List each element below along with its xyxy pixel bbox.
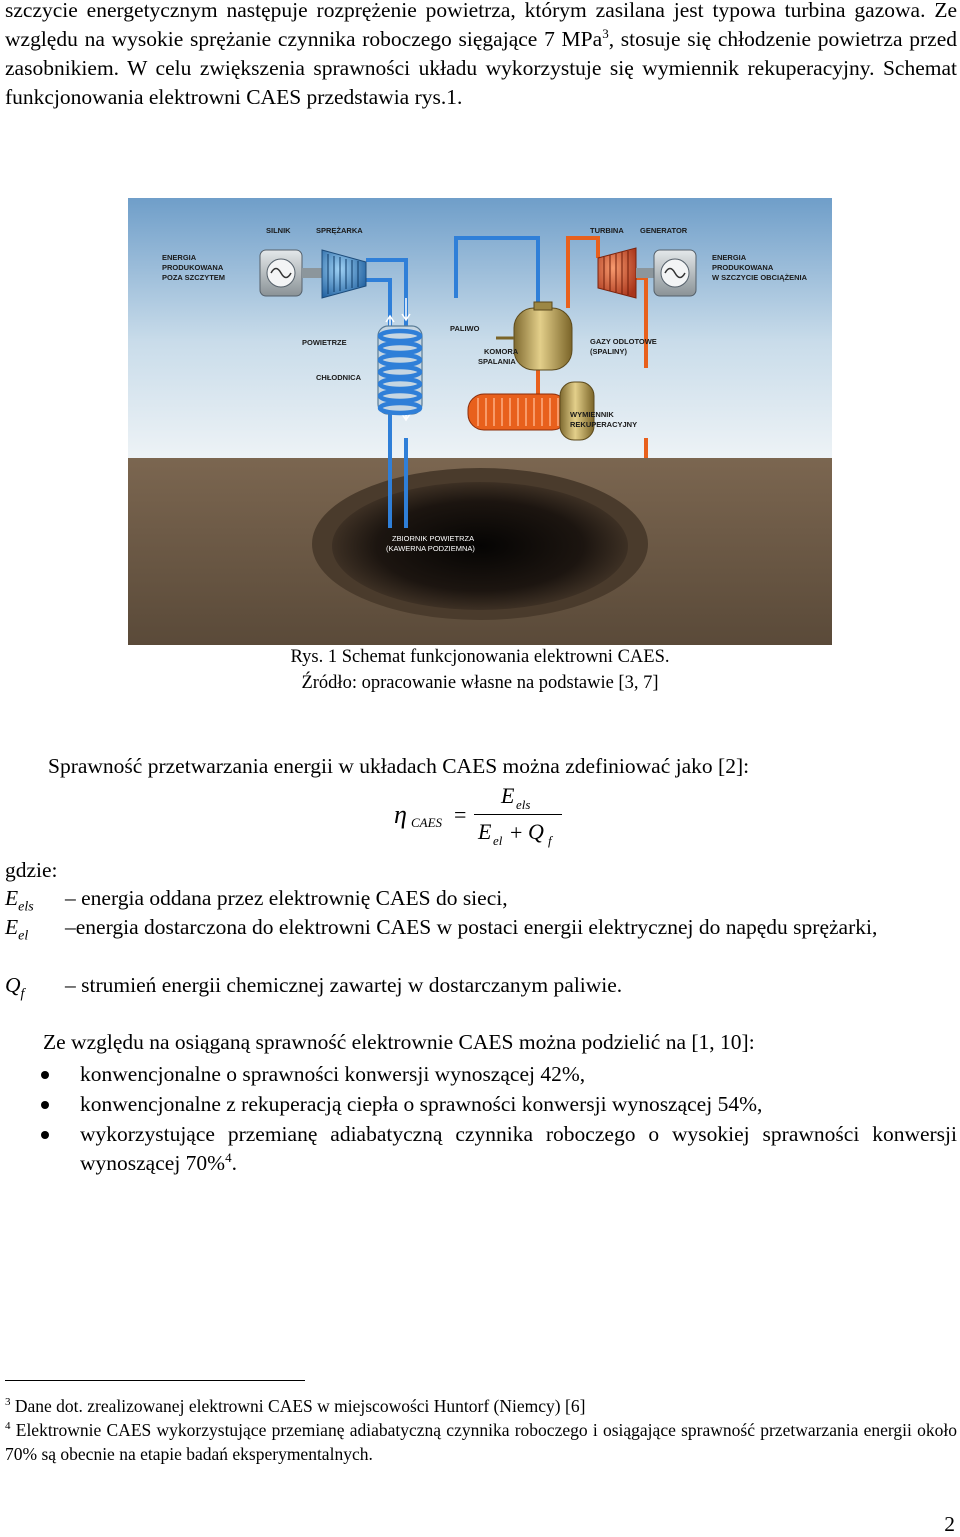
- page-number: 2: [944, 1512, 955, 1536]
- bullet-icon: [41, 1071, 49, 1079]
- list-item: konwencjonalne o sprawności konwersji wy…: [35, 1060, 957, 1089]
- ac-symbol-icon: [664, 267, 686, 279]
- caes-diagram-figure: SILNIK SPRĘŻARKA TURBINA GENERATOR ENERG…: [128, 198, 832, 645]
- label-wymiennik-1: WYMIENNIK: [570, 410, 614, 419]
- footnote-ref-3[interactable]: 3: [602, 25, 609, 41]
- definition-el: Eel –energia dostarczona do elektrowni C…: [5, 913, 957, 943]
- definition-text: – energia oddana przez elektrownię CAES …: [65, 886, 508, 910]
- formula-equals: =: [454, 802, 467, 827]
- figure-caption-source: Źródło: opracowanie własne na podstawie …: [301, 673, 659, 693]
- label-powietrze: POWIETRZE: [302, 338, 347, 347]
- formula-eta: η: [394, 800, 407, 829]
- turbine: [597, 247, 637, 299]
- efficiency-formula: η CAES = E els E el + Q f: [394, 782, 584, 854]
- label-gazy-1: GAZY ODLOTOWE: [590, 337, 657, 346]
- footnote-4: 4 Elektrownie CAES wykorzystujące przemi…: [5, 1420, 957, 1464]
- label-generator: GENERATOR: [640, 226, 688, 235]
- classes-list: konwencjonalne o sprawności konwersji wy…: [35, 1060, 957, 1179]
- intro-text-b: , stosuje się chłodzenie powietrza przed…: [5, 27, 958, 109]
- list-item: konwencjonalne z rekuperacją ciepła o sp…: [35, 1090, 957, 1119]
- definition-symbol: Eels: [5, 886, 34, 915]
- definition-symbol: Eel: [5, 915, 29, 944]
- caes-diagram: SILNIK SPRĘŻARKA TURBINA GENERATOR ENERG…: [128, 198, 832, 645]
- bullet-icon: [41, 1131, 49, 1139]
- figure-caption-title: Rys. 1 Schemat funkcjonowania elektrowni…: [290, 647, 670, 667]
- label-chlodnica: CHŁODNICA: [316, 373, 362, 382]
- definition-text: –energia dostarczona do elektrowni CAES …: [65, 915, 878, 939]
- formula-numerator-sub: els: [516, 797, 531, 812]
- definition-qf: Qf – strumień energii chemicznej zawarte…: [5, 971, 957, 1001]
- formula-plus: +: [510, 820, 523, 845]
- formula-fraction-bar: [474, 814, 562, 815]
- definition-els: Eels – energia oddana przez elektrownię …: [5, 884, 957, 914]
- ac-symbol-icon: [270, 267, 292, 279]
- label-left-energy-2: PRODUKOWANA: [162, 263, 224, 272]
- cavern-labels: ZBIORNIK POWIETRZA (KAWERNA PODZIEMNA): [386, 534, 475, 553]
- formula-den-e-sub: el: [493, 833, 503, 848]
- label-right-energy-2: PRODUKOWANA: [712, 263, 774, 272]
- cavern-air-storage: [332, 482, 628, 610]
- diagram-labels: SILNIK SPRĘŻARKA TURBINA GENERATOR ENERG…: [162, 226, 808, 429]
- label-komora-2: SPALANIA: [478, 357, 516, 366]
- compressor: [321, 249, 367, 299]
- label-left-energy-3: POZA SZCZYTEM: [162, 273, 225, 282]
- combustion-chamber: [496, 301, 573, 371]
- definitions-heading: gdzie:: [5, 858, 58, 882]
- footnote-separator: [5, 1380, 305, 1381]
- bullet-icon: [41, 1101, 49, 1109]
- label-sprezarka: SPRĘŻARKA: [316, 226, 363, 235]
- footnote-ref-4[interactable]: 4: [225, 1149, 232, 1165]
- label-turbina: TURBINA: [590, 226, 624, 235]
- motor: [259, 249, 322, 297]
- label-wymiennik-2: REKUPERACYJNY: [570, 420, 637, 429]
- label-paliwo: PALIWO: [450, 324, 480, 333]
- label-zbiornik-2: (KAWERNA PODZIEMNA): [386, 544, 475, 553]
- label-zbiornik-1: ZBIORNIK POWIETRZA: [392, 534, 474, 543]
- cooler-coil: [377, 325, 423, 416]
- label-right-energy-1: ENERGIA: [712, 253, 747, 262]
- list-item: wykorzystujące przemianę adiabatyczną cz…: [35, 1120, 957, 1178]
- intro-paragraph: szczycie energetycznym następuje rozpręż…: [5, 0, 957, 112]
- formula-numerator: E: [501, 783, 515, 808]
- footnote-3: 3 Dane dot. zrealizowanej elektrowni CAE…: [5, 1396, 586, 1416]
- label-silnik: SILNIK: [266, 226, 291, 235]
- efficiency-intro: Sprawność przetwarzania energii w układa…: [48, 754, 750, 778]
- label-left-energy-1: ENERGIA: [162, 253, 197, 262]
- formula-den-q-sub: f: [548, 833, 552, 848]
- recuperator: [467, 381, 595, 441]
- formula-den-e: E: [478, 819, 492, 844]
- formula-den-q: Q: [528, 819, 544, 844]
- generator: [636, 249, 697, 297]
- classes-intro: Ze względu na osiąganą sprawność elektro…: [43, 1030, 755, 1054]
- definition-symbol: Qf: [5, 973, 25, 1002]
- definition-text: – strumień energii chemicznej zawartej w…: [65, 973, 623, 997]
- formula-eta-sub: CAES: [411, 815, 443, 830]
- label-komora-1: KOMORA: [484, 347, 519, 356]
- label-right-energy-3: W SZCZYCIE OBCIĄŻENIA: [712, 273, 808, 282]
- label-gazy-2: (SPALINY): [590, 347, 627, 356]
- intro-text-a: szczycie energetycznym następuje rozpręż…: [5, 0, 957, 51]
